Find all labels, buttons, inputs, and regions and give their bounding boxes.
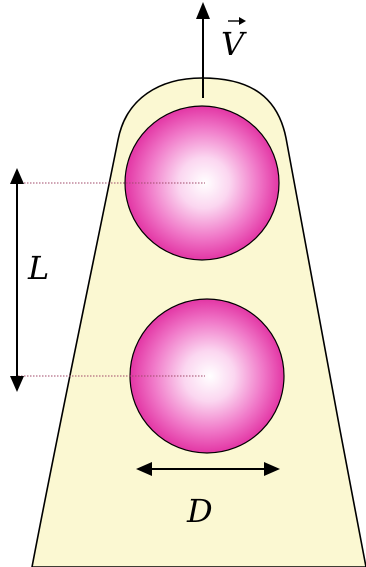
velocity-label: V: [221, 25, 247, 63]
velocity-arrow: [196, 2, 210, 98]
diameter-label: D: [186, 492, 213, 530]
spacing-arrow: [10, 168, 24, 392]
velocity-vector-mark: [228, 17, 246, 25]
diameter-arrow: [136, 462, 280, 476]
spacing-label: L: [27, 249, 49, 287]
